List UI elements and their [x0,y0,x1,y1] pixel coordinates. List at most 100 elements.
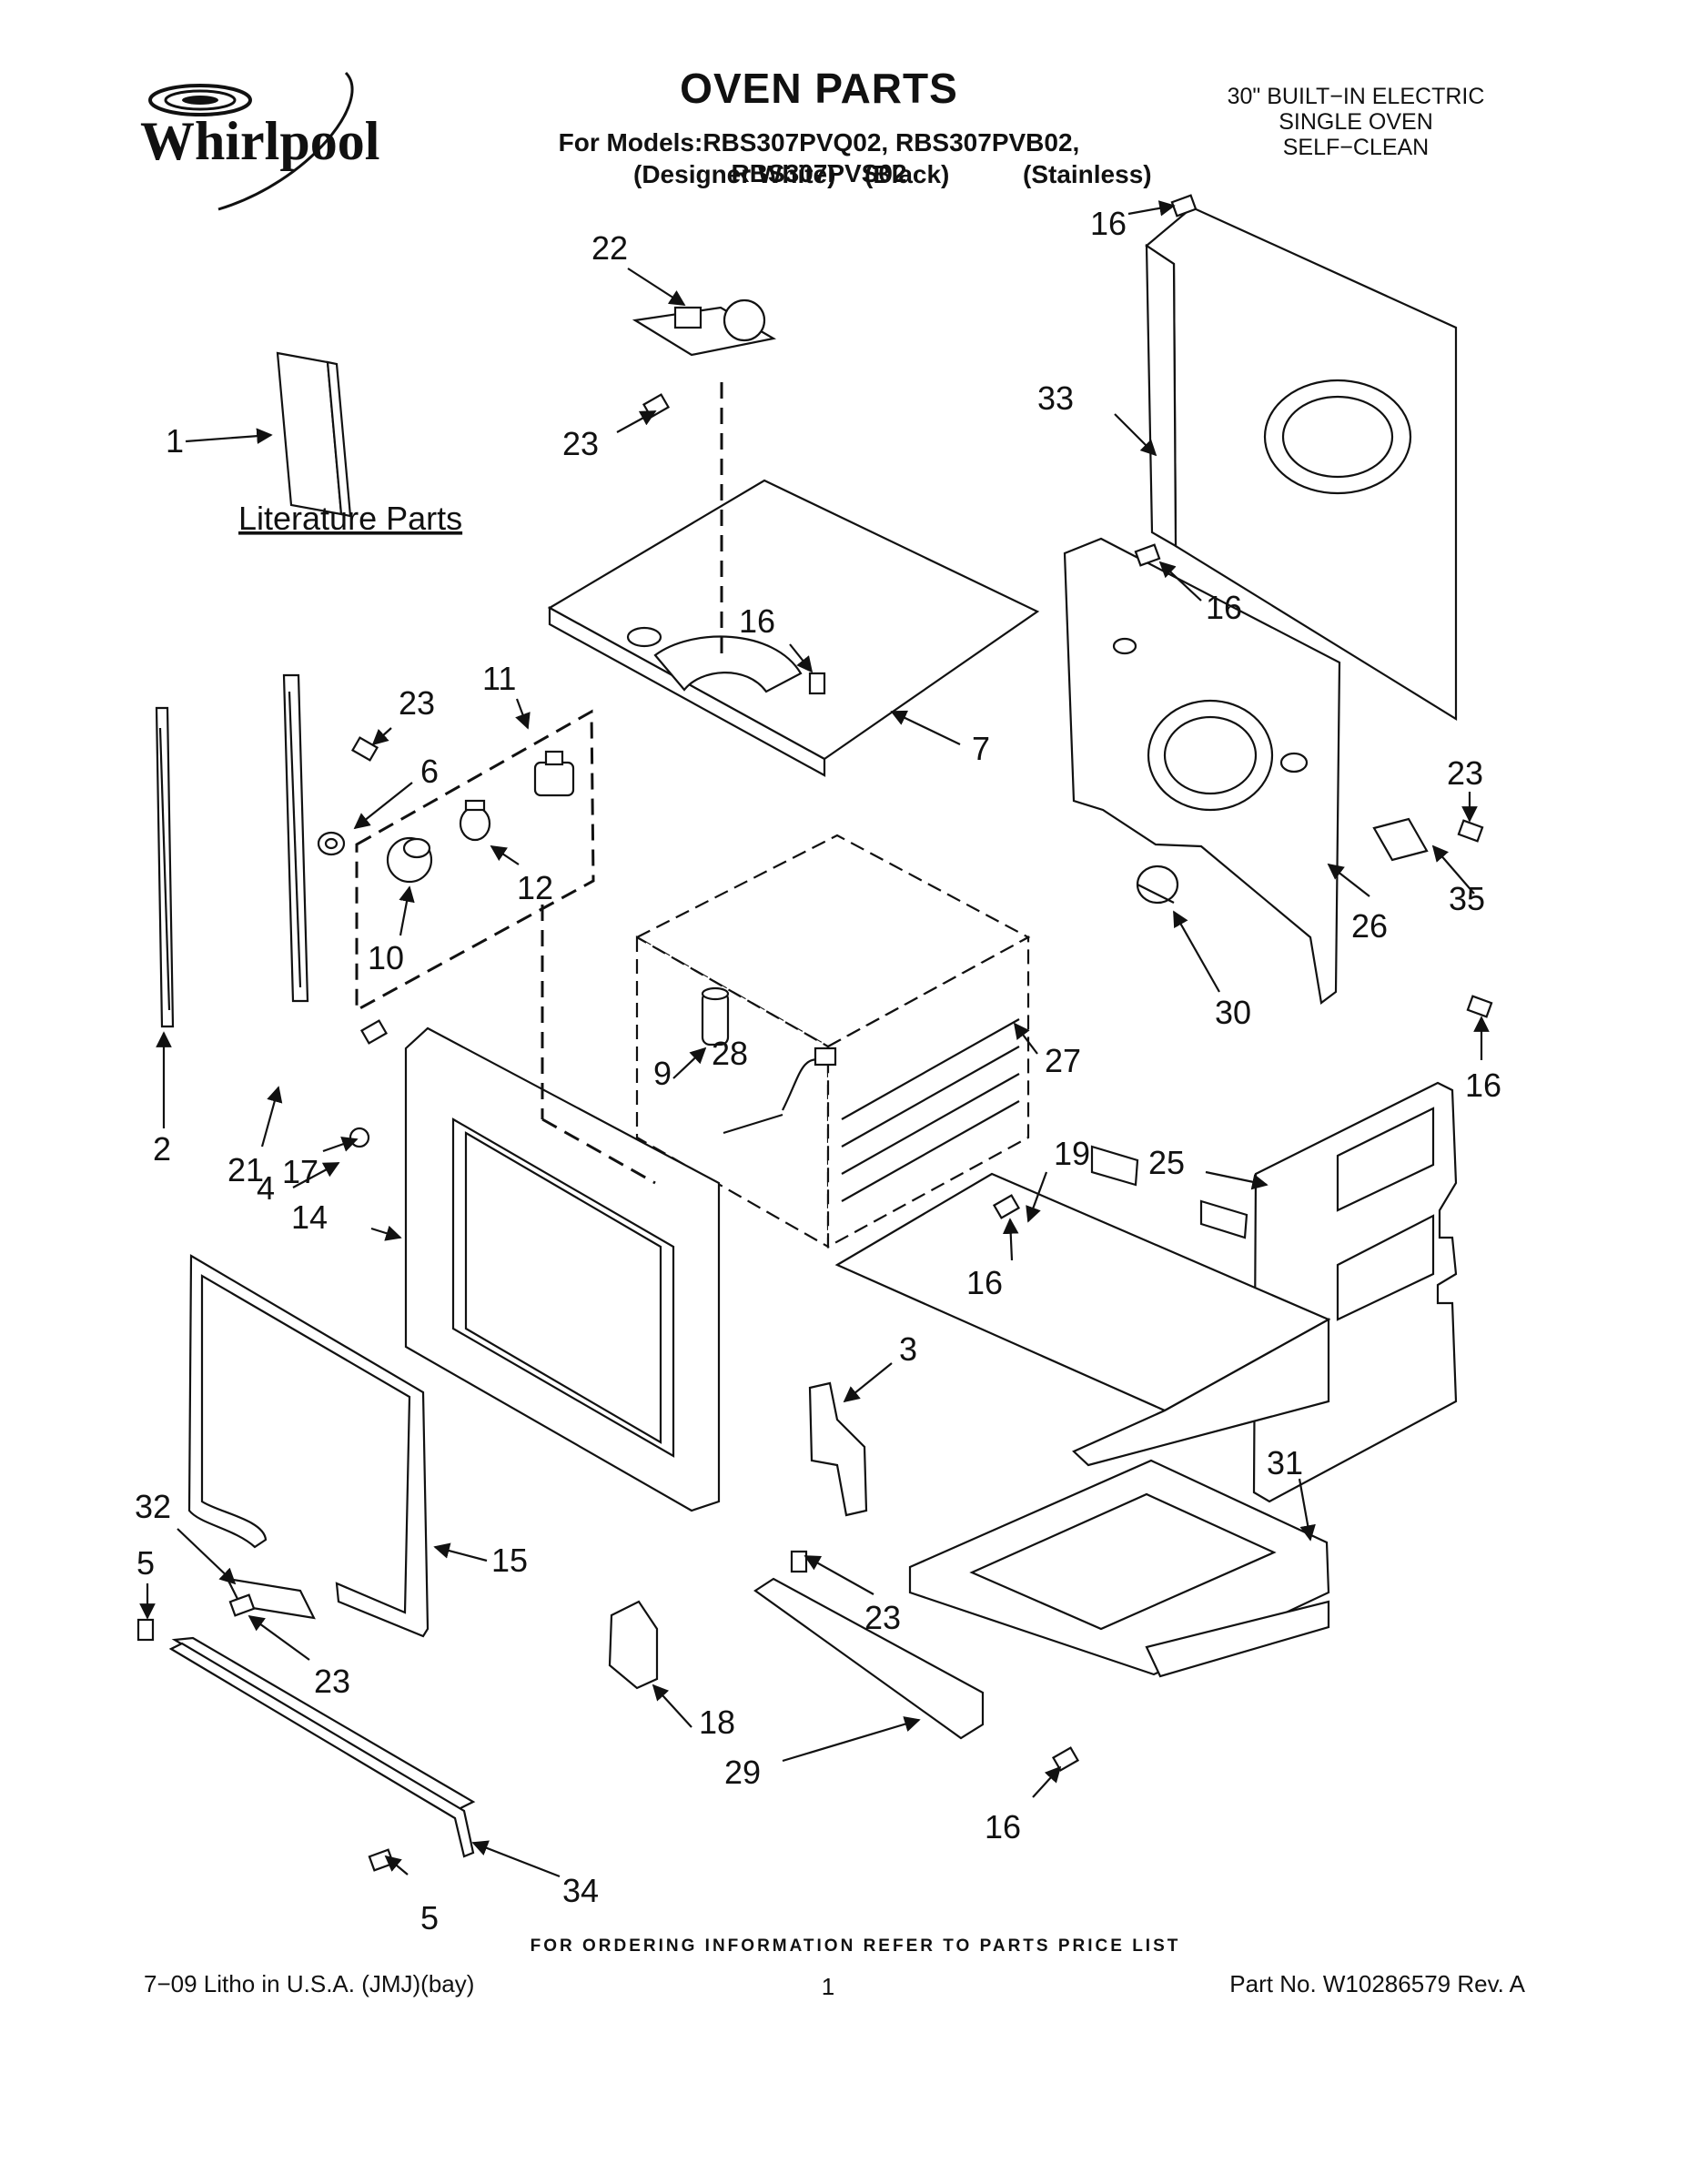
screw-icon [1466,995,1493,1018]
callout-16: 16 [1206,589,1242,626]
color-black: (Black) [864,160,950,188]
part-21-trim [282,673,309,1003]
part-22-bracket [632,298,777,357]
page-title: OVEN PARTS [680,65,958,112]
part-14-front-frame [404,1026,721,1512]
litho-info: 7−09 Litho in U.S.A. (JMJ)(bay) [144,1970,475,1997]
callout-2: 2 [153,1130,171,1168]
part-7-top-panel [547,479,1040,777]
part-26-convection-shroud [1063,537,1341,1005]
callout-5: 5 [136,1544,155,1582]
callout-23: 23 [562,425,599,462]
spec-line: SELF−CLEAN [1282,135,1430,160]
screw-icon [349,1127,370,1148]
callout-35: 35 [1449,880,1485,917]
callout-18: 18 [699,1704,735,1741]
callout-29: 29 [724,1754,761,1791]
callout-33: 33 [1037,379,1074,417]
screw-icon [808,672,826,695]
part-32-hinge [226,1577,316,1620]
callout-30: 30 [1215,994,1251,1031]
callout-12: 12 [517,869,553,906]
callout-15: 15 [491,1542,528,1579]
part-11-socket [533,750,575,797]
callout-3: 3 [899,1330,917,1368]
part-35-clip [1372,817,1429,862]
ordering-note: FOR ORDERING INFORMATION REFER TO PARTS … [530,1936,1181,1956]
callout-16: 16 [1090,205,1127,242]
callout-5: 5 [420,1899,439,1936]
screw-icon [992,1194,1021,1219]
color-designer-white: (Designer White) [633,160,836,188]
part-number: Part No. W10286579 Rev. A [1229,1970,1525,1997]
callout-16: 16 [739,602,775,640]
part-10-lens [386,836,433,884]
screw-icon [228,1593,256,1617]
part-28-sensor [723,1046,837,1135]
part-literature-booklet [276,351,352,518]
callout-16: 16 [985,1808,1021,1845]
callout-11: 11 [482,660,516,697]
color-stainless: (Stainless) [1023,160,1152,188]
callout-1: 1 [166,422,184,460]
part-29-vent-trim [753,1577,985,1740]
part-12-bulb [459,799,491,842]
whirlpool-logo: Whirlpool [127,64,391,218]
whirlpool-logo-graphic: Whirlpool [140,71,379,211]
callout-7: 7 [972,730,990,767]
callout-26: 26 [1351,907,1388,945]
part-19-heat-shield [834,1145,1331,1467]
screw-icon [1051,1746,1080,1772]
callout-16: 16 [966,1264,1003,1301]
spec-line: SINGLE OVEN [1279,109,1433,135]
screw-icon [350,736,379,762]
part-9-fuse [701,986,730,1046]
callout-28: 28 [712,1035,748,1072]
screw-icon [1134,543,1161,567]
part-6-grommet [317,831,346,856]
callout-14: 14 [291,1198,328,1236]
callout-25: 25 [1148,1144,1185,1181]
callout-labels: 1 2 3 4 5 5 6 7 9 10 11 12 14 15 16 16 1… [135,205,1501,1936]
callout-23: 23 [864,1599,901,1636]
spec-line: 30" BUILT−IN ELECTRIC [1227,84,1485,109]
screw-icon [1457,819,1484,843]
part-31-bottom-tray [908,1459,1330,1678]
callout-9: 9 [653,1055,672,1092]
callout-27: 27 [1045,1042,1081,1079]
part-2-strip [155,706,175,1028]
callout-17: 17 [282,1153,318,1190]
leader-lines [139,200,1490,1878]
part-18-clip [608,1600,659,1690]
product-spec: 30" BUILT−IN ELECTRIC SINGLE OVEN SELF−C… [1192,84,1520,160]
callout-6: 6 [420,753,439,790]
screw-icon [642,393,671,419]
lamp-assembly-group-outline [355,709,595,1013]
svg-text:Whirlpool: Whirlpool [140,111,379,171]
screw-icon [790,1550,808,1573]
callout-19: 19 [1054,1135,1090,1172]
callout-23: 23 [314,1663,350,1700]
callout-16: 16 [1465,1067,1501,1104]
callout-31: 31 [1267,1444,1303,1481]
callout-4: 4 [257,1169,275,1207]
callout-22: 22 [591,229,628,267]
callout-32: 32 [135,1488,171,1525]
page-number: 1 [821,1973,835,2000]
callout-23: 23 [1447,754,1483,792]
callout-21: 21 [227,1151,264,1188]
part-33-rear-panel [1145,206,1458,721]
screw-icon [136,1618,155,1642]
callout-23: 23 [399,684,435,722]
screw-icon [359,1019,389,1045]
callout-10: 10 [368,939,404,976]
part-15-gasket [187,1254,430,1638]
part-25-side-panel [1252,1081,1458,1503]
part-30-thermostat [1136,864,1179,905]
part-3-bracket [808,1381,868,1517]
literature-parts-label: Literature Parts [238,500,462,537]
part-27-oven-cavity [634,834,1031,1249]
callout-34: 34 [562,1872,599,1909]
models-line: For Models:RBS307PVQ02, RBS307PVB02, RBS… [558,128,1080,187]
